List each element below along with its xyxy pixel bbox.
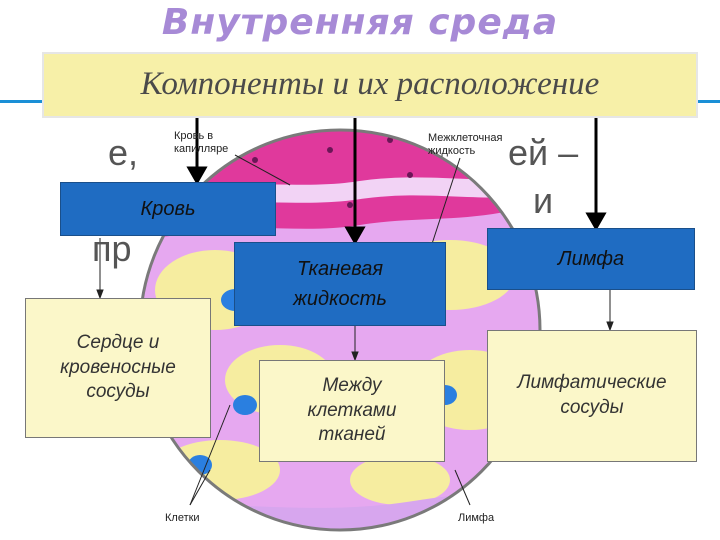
component-tissue-fluid-label: Тканевая жидкость <box>293 258 387 310</box>
accent-line-left <box>0 100 42 103</box>
component-blood: Кровь <box>60 182 276 236</box>
component-tissue-fluid: Тканевая жидкость <box>234 242 446 326</box>
location-tissue-fluid: Между клетками тканей <box>259 360 445 462</box>
location-lymph-text: Лимфатические сосуды <box>517 372 667 418</box>
banner-text: Компоненты и их расположение <box>140 66 600 102</box>
component-blood-label: Кровь <box>140 197 196 220</box>
background-text-3: и <box>533 180 554 221</box>
label-blood-in-capillary: Кровь в капилляре <box>174 130 229 155</box>
location-lymph: Лимфатические сосуды <box>487 330 697 462</box>
background-text-2: ей – <box>508 132 579 173</box>
location-tissue-fluid-text: Между клетками тканей <box>307 374 397 446</box>
location-blood-text: Сердце и кровеносные сосуды <box>60 331 176 403</box>
components-banner: Компоненты и их расположение <box>42 52 698 118</box>
slide-title: Внутренняя среда <box>161 2 559 43</box>
background-text-1: е, <box>108 132 139 173</box>
accent-line-right <box>698 100 720 103</box>
label-intercellular-fluid: Межклеточная жидкость <box>428 132 503 157</box>
label-cells: Клетки <box>165 512 200 524</box>
location-blood: Сердце и кровеносные сосуды <box>25 298 211 438</box>
label-lymph: Лимфа <box>458 512 495 524</box>
component-lymph-label: Лимфа <box>557 247 625 270</box>
component-lymph: Лимфа <box>487 228 695 290</box>
